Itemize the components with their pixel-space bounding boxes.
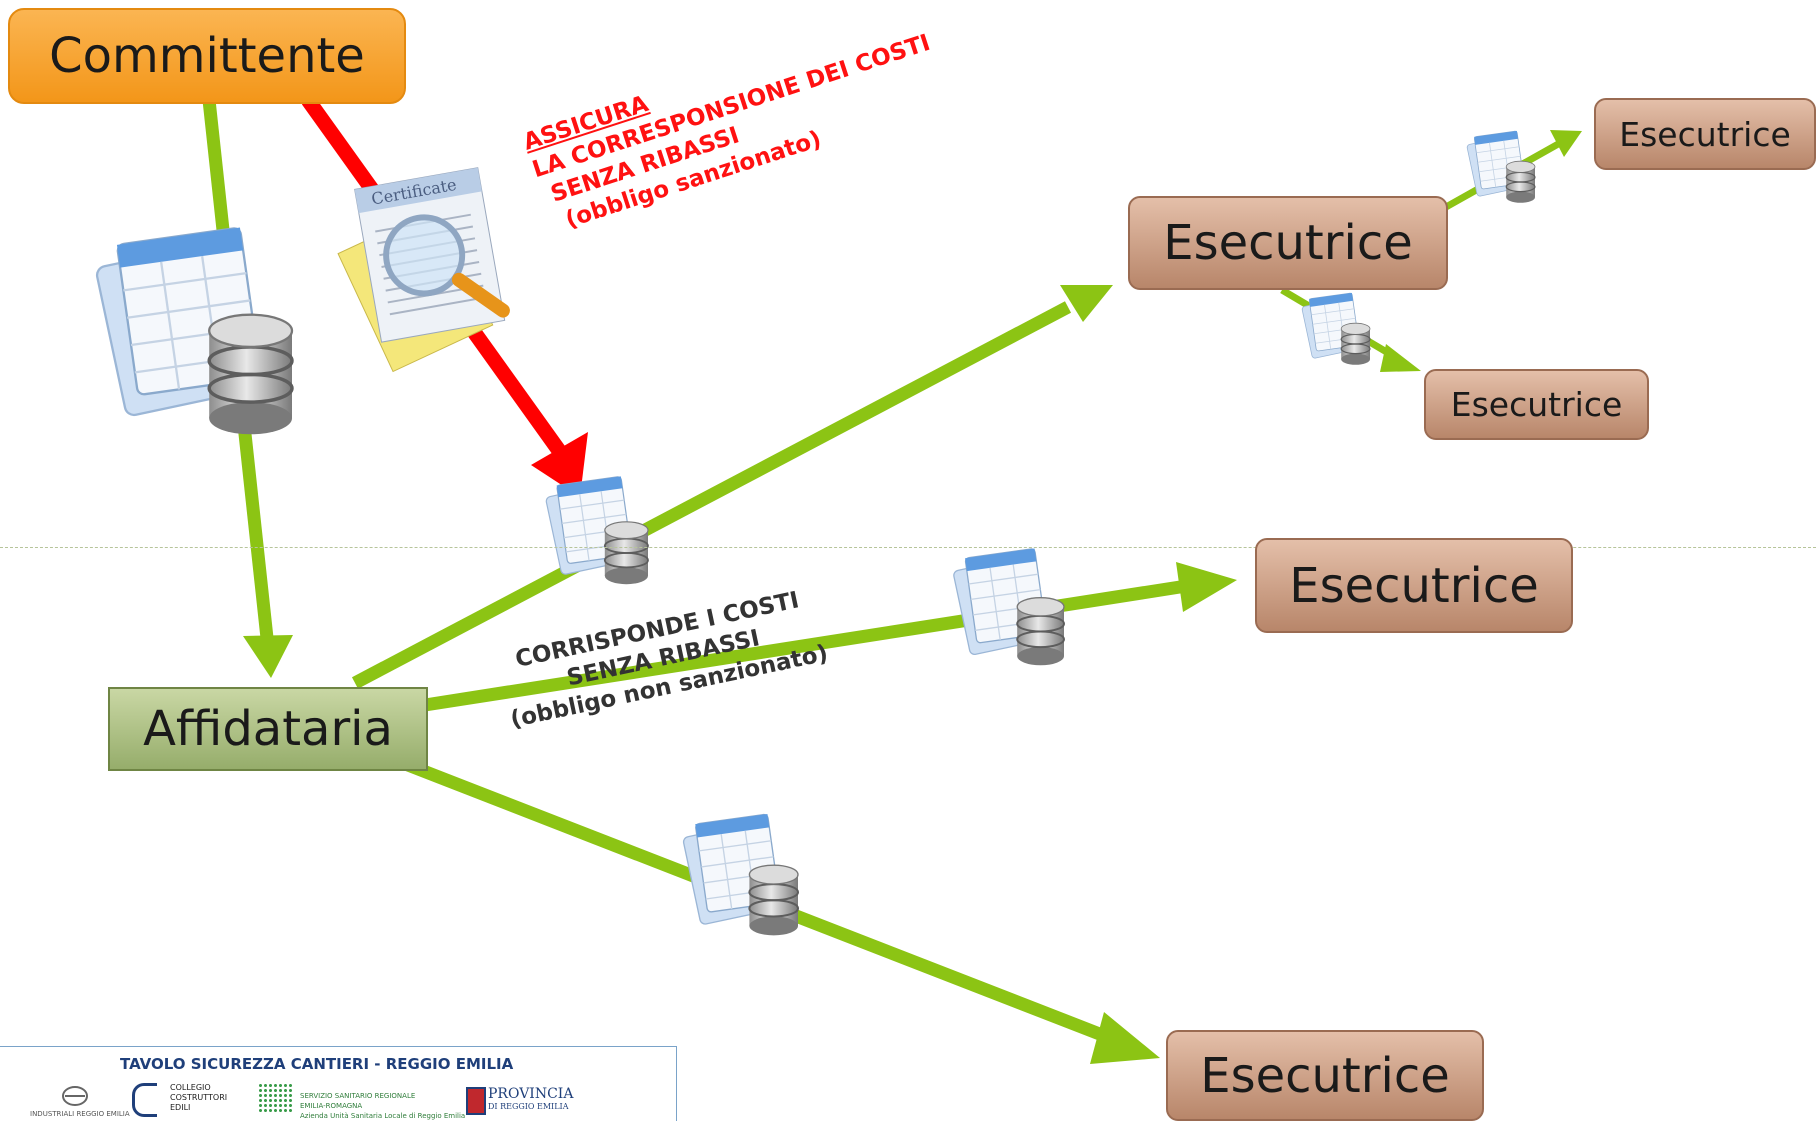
node-esecutrice-middle: Esecutrice [1255,538,1573,633]
spreadsheet-database-icon [1466,130,1536,204]
certificate-icon: Certificate [337,167,510,373]
logo-provincia-line-2: DI REGGIO EMILIA [488,1102,569,1111]
logo-provincia-text: PROVINCIA DI REGGIO EMILIA [488,1087,573,1112]
logo-servizio-line-2: EMILIA-ROMAGNA [300,1102,363,1110]
industriali-logo-icon [62,1086,88,1106]
spreadsheet-database-icon [951,547,1065,667]
spreadsheet-database-icon [681,812,800,937]
horizontal-divider [0,547,1816,548]
provincia-crest-icon [466,1087,486,1115]
logo-collegio-line-1: COLLEGIO [170,1083,211,1092]
footer-title: TAVOLO SICUREZZA CANTIERI - REGGIO EMILI… [120,1055,514,1073]
logo-servizio-line-3: Azienda Unità Sanitaria Locale di Reggio… [300,1112,466,1120]
logo-collegio-line-2: COSTRUTTORI [170,1093,228,1102]
node-affidataria: Affidataria [108,687,428,771]
servizio-sanitario-logo-icon [258,1083,294,1113]
logo-servizio-line-1: SERVIZIO SANITARIO REGIONALE [300,1092,416,1100]
logo-collegio-line-3: EDILI [170,1103,191,1112]
footer-logos: TAVOLO SICUREZZA CANTIERI - REGGIO EMILI… [0,1046,677,1121]
spreadsheet-database-icon [1301,292,1371,366]
node-esecutrice-bottom: Esecutrice [1166,1030,1484,1121]
spreadsheet-database-icon [544,475,649,586]
logo-industriali-label: INDUSTRIALI REGGIO EMILIA [30,1110,130,1118]
logo-collegio-text: COLLEGIO COSTRUTTORI EDILI [170,1083,227,1113]
logo-provincia-line-1: PROVINCIA [488,1086,574,1102]
arrow-affidataria-to-esecutrice-upper [351,285,1113,689]
node-esecutrice-small-top: Esecutrice [1594,98,1816,170]
node-esecutrice-small-bottom: Esecutrice [1424,369,1649,440]
node-esecutrice-upper: Esecutrice [1128,196,1448,290]
spreadsheet-database-icon [93,225,294,437]
logo-servizio-text: SERVIZIO SANITARIO REGIONALE EMILIA-ROMA… [300,1091,465,1121]
collegio-logo-icon [132,1083,157,1117]
node-committente: Committente [8,8,406,104]
